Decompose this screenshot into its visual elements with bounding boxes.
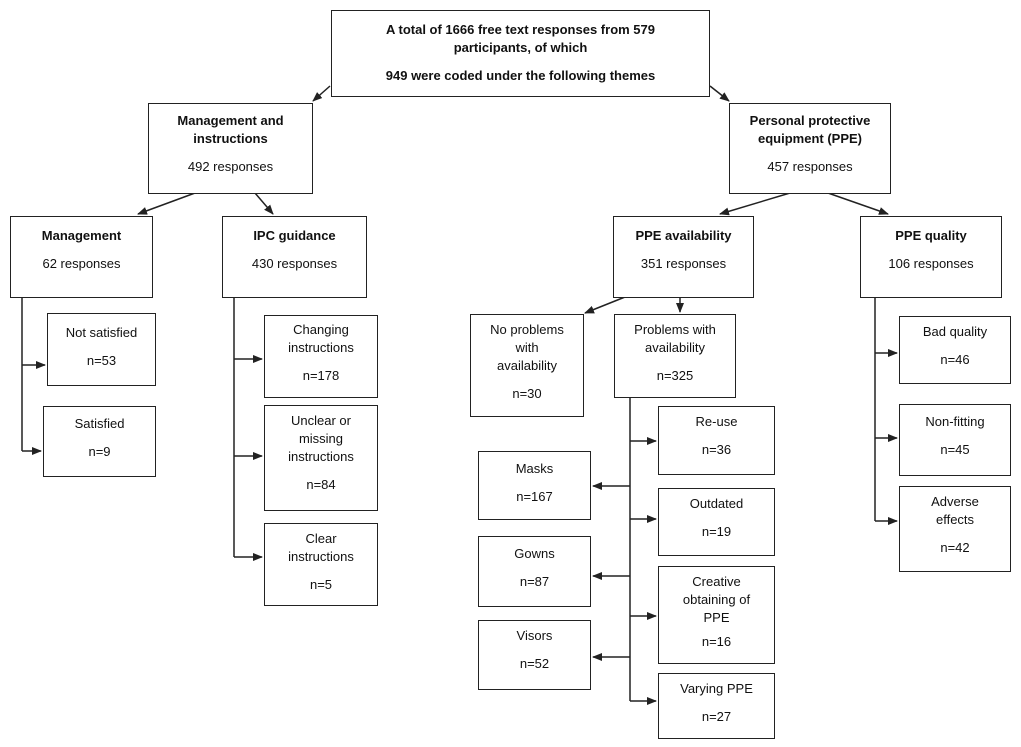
changing-instructions-line-2: instructions <box>288 340 354 355</box>
ppe-availability-title: PPE availability <box>635 228 732 243</box>
satisfied-node: Satisfied n=9 <box>43 406 156 477</box>
ppe-quality-count: 106 responses <box>888 256 974 271</box>
clear-instructions-line-1: Clear <box>305 531 337 546</box>
creative-n: n=16 <box>701 634 732 649</box>
ppe-availability-count: 351 responses <box>640 256 727 271</box>
changing-instructions-n: n=178 <box>302 368 340 383</box>
management-and-instructions-title-1: Management and <box>177 113 284 128</box>
creative-line-1: Creative <box>692 574 741 589</box>
adverse-effects-line-1: Adverse <box>931 494 979 509</box>
satisfied-n: n=9 <box>88 444 111 459</box>
bad-quality-node: Bad quality n=46 <box>899 316 1011 384</box>
not-satisfied-node: Not satisfied n=53 <box>47 313 156 386</box>
edge-root-to-management-instructions <box>312 85 331 102</box>
not-satisfied-label: Not satisfied <box>65 325 138 340</box>
no-problems-line-1: No problems <box>490 322 564 337</box>
ipc-guidance-count: 430 responses <box>251 256 338 271</box>
creative-node: Creative obtaining of PPE n=16 <box>658 566 775 664</box>
non-fitting-n: n=45 <box>940 442 970 457</box>
creative-line-2: obtaining of <box>682 592 751 607</box>
outdated-label: Outdated <box>689 496 744 511</box>
varying-label: Varying PPE <box>680 681 753 696</box>
ppe-title-1: Personal protective <box>749 113 871 128</box>
outdated-n: n=19 <box>701 524 732 539</box>
ppe-title-2: equipment (PPE) <box>757 131 862 146</box>
edge-availability-to-no-problems <box>584 296 626 314</box>
root-line-1: A total of 1666 free text responses from… <box>385 22 655 37</box>
visors-label: Visors <box>516 628 553 643</box>
outdated-node: Outdated n=19 <box>658 488 775 556</box>
ppe-node: Personal protective equipment (PPE) 457 … <box>729 103 891 194</box>
root-node: A total of 1666 free text responses from… <box>331 10 710 97</box>
no-problems-line-3: availability <box>497 358 557 373</box>
no-problems-n: n=30 <box>512 386 542 401</box>
reuse-label: Re-use <box>695 414 738 429</box>
management-and-instructions-title-2: instructions <box>193 131 268 146</box>
edge-mi-to-management <box>137 192 196 215</box>
unclear-instructions-line-3: instructions <box>288 449 354 464</box>
bad-quality-n: n=46 <box>940 352 970 367</box>
unclear-instructions-line-1: Unclear or <box>291 413 351 428</box>
masks-n: n=167 <box>516 489 553 504</box>
gowns-n: n=87 <box>519 574 550 589</box>
clear-instructions-node: Clear instructions n=5 <box>264 523 378 606</box>
reuse-node: Re-use n=36 <box>658 406 775 475</box>
problems-line-1: Problems with <box>634 322 716 337</box>
ppe-quality-node: PPE quality 106 responses <box>860 216 1002 298</box>
unclear-instructions-n: n=84 <box>306 477 336 492</box>
clear-instructions-line-2: instructions <box>288 549 354 564</box>
unclear-instructions-line-2: missing <box>298 431 344 446</box>
edge-ppe-to-quality <box>827 192 889 215</box>
unclear-instructions-node: Unclear or missing instructions n=84 <box>264 405 378 511</box>
clear-instructions-n: n=5 <box>309 577 333 592</box>
root-line-3: 949 were coded under the following theme… <box>385 68 656 83</box>
changing-instructions-line-1: Changing <box>293 322 349 337</box>
reuse-n: n=36 <box>701 442 732 457</box>
ipc-guidance-node: IPC guidance 430 responses <box>222 216 367 298</box>
masks-label: Masks <box>515 461 554 476</box>
ppe-availability-node: PPE availability 351 responses <box>613 216 754 298</box>
edge-ppe-to-availability <box>719 192 791 216</box>
management-and-instructions-node: Management and instructions 492 response… <box>148 103 313 194</box>
problems-line-2: availability <box>645 340 705 355</box>
ipc-guidance-title: IPC guidance <box>253 228 336 243</box>
visors-n: n=52 <box>519 656 550 671</box>
masks-node: Masks n=167 <box>478 451 591 520</box>
changing-instructions-node: Changing instructions n=178 <box>264 315 378 398</box>
management-node: Management 62 responses <box>10 216 153 298</box>
management-title: Management <box>41 228 122 243</box>
management-and-instructions-count: 492 responses <box>187 159 274 174</box>
visors-node: Visors n=52 <box>478 620 591 690</box>
not-satisfied-n: n=53 <box>86 353 117 368</box>
edge-root-to-ppe <box>709 85 730 102</box>
varying-n: n=27 <box>701 709 732 724</box>
adverse-effects-node: Adverse effects n=42 <box>899 486 1011 572</box>
problems-node: Problems with availability n=325 <box>614 314 736 398</box>
satisfied-label: Satisfied <box>74 416 125 431</box>
non-fitting-node: Non-fitting n=45 <box>899 404 1011 476</box>
no-problems-node: No problems with availability n=30 <box>470 314 584 417</box>
non-fitting-label: Non-fitting <box>925 414 985 429</box>
problems-n: n=325 <box>656 368 694 383</box>
gowns-node: Gowns n=87 <box>478 536 591 607</box>
no-problems-line-2: with <box>515 340 539 355</box>
creative-line-3: PPE <box>703 610 730 625</box>
root-line-2: participants, of which <box>453 40 588 55</box>
edge-mi-to-ipc <box>254 192 274 215</box>
gowns-label: Gowns <box>514 546 555 561</box>
adverse-effects-line-2: effects <box>935 512 975 527</box>
bad-quality-label: Bad quality <box>922 324 988 339</box>
ppe-count: 457 responses <box>767 159 853 174</box>
ppe-quality-title: PPE quality <box>895 228 967 243</box>
adverse-effects-n: n=42 <box>940 540 970 555</box>
varying-node: Varying PPE n=27 <box>658 673 775 739</box>
management-count: 62 responses <box>42 256 121 271</box>
